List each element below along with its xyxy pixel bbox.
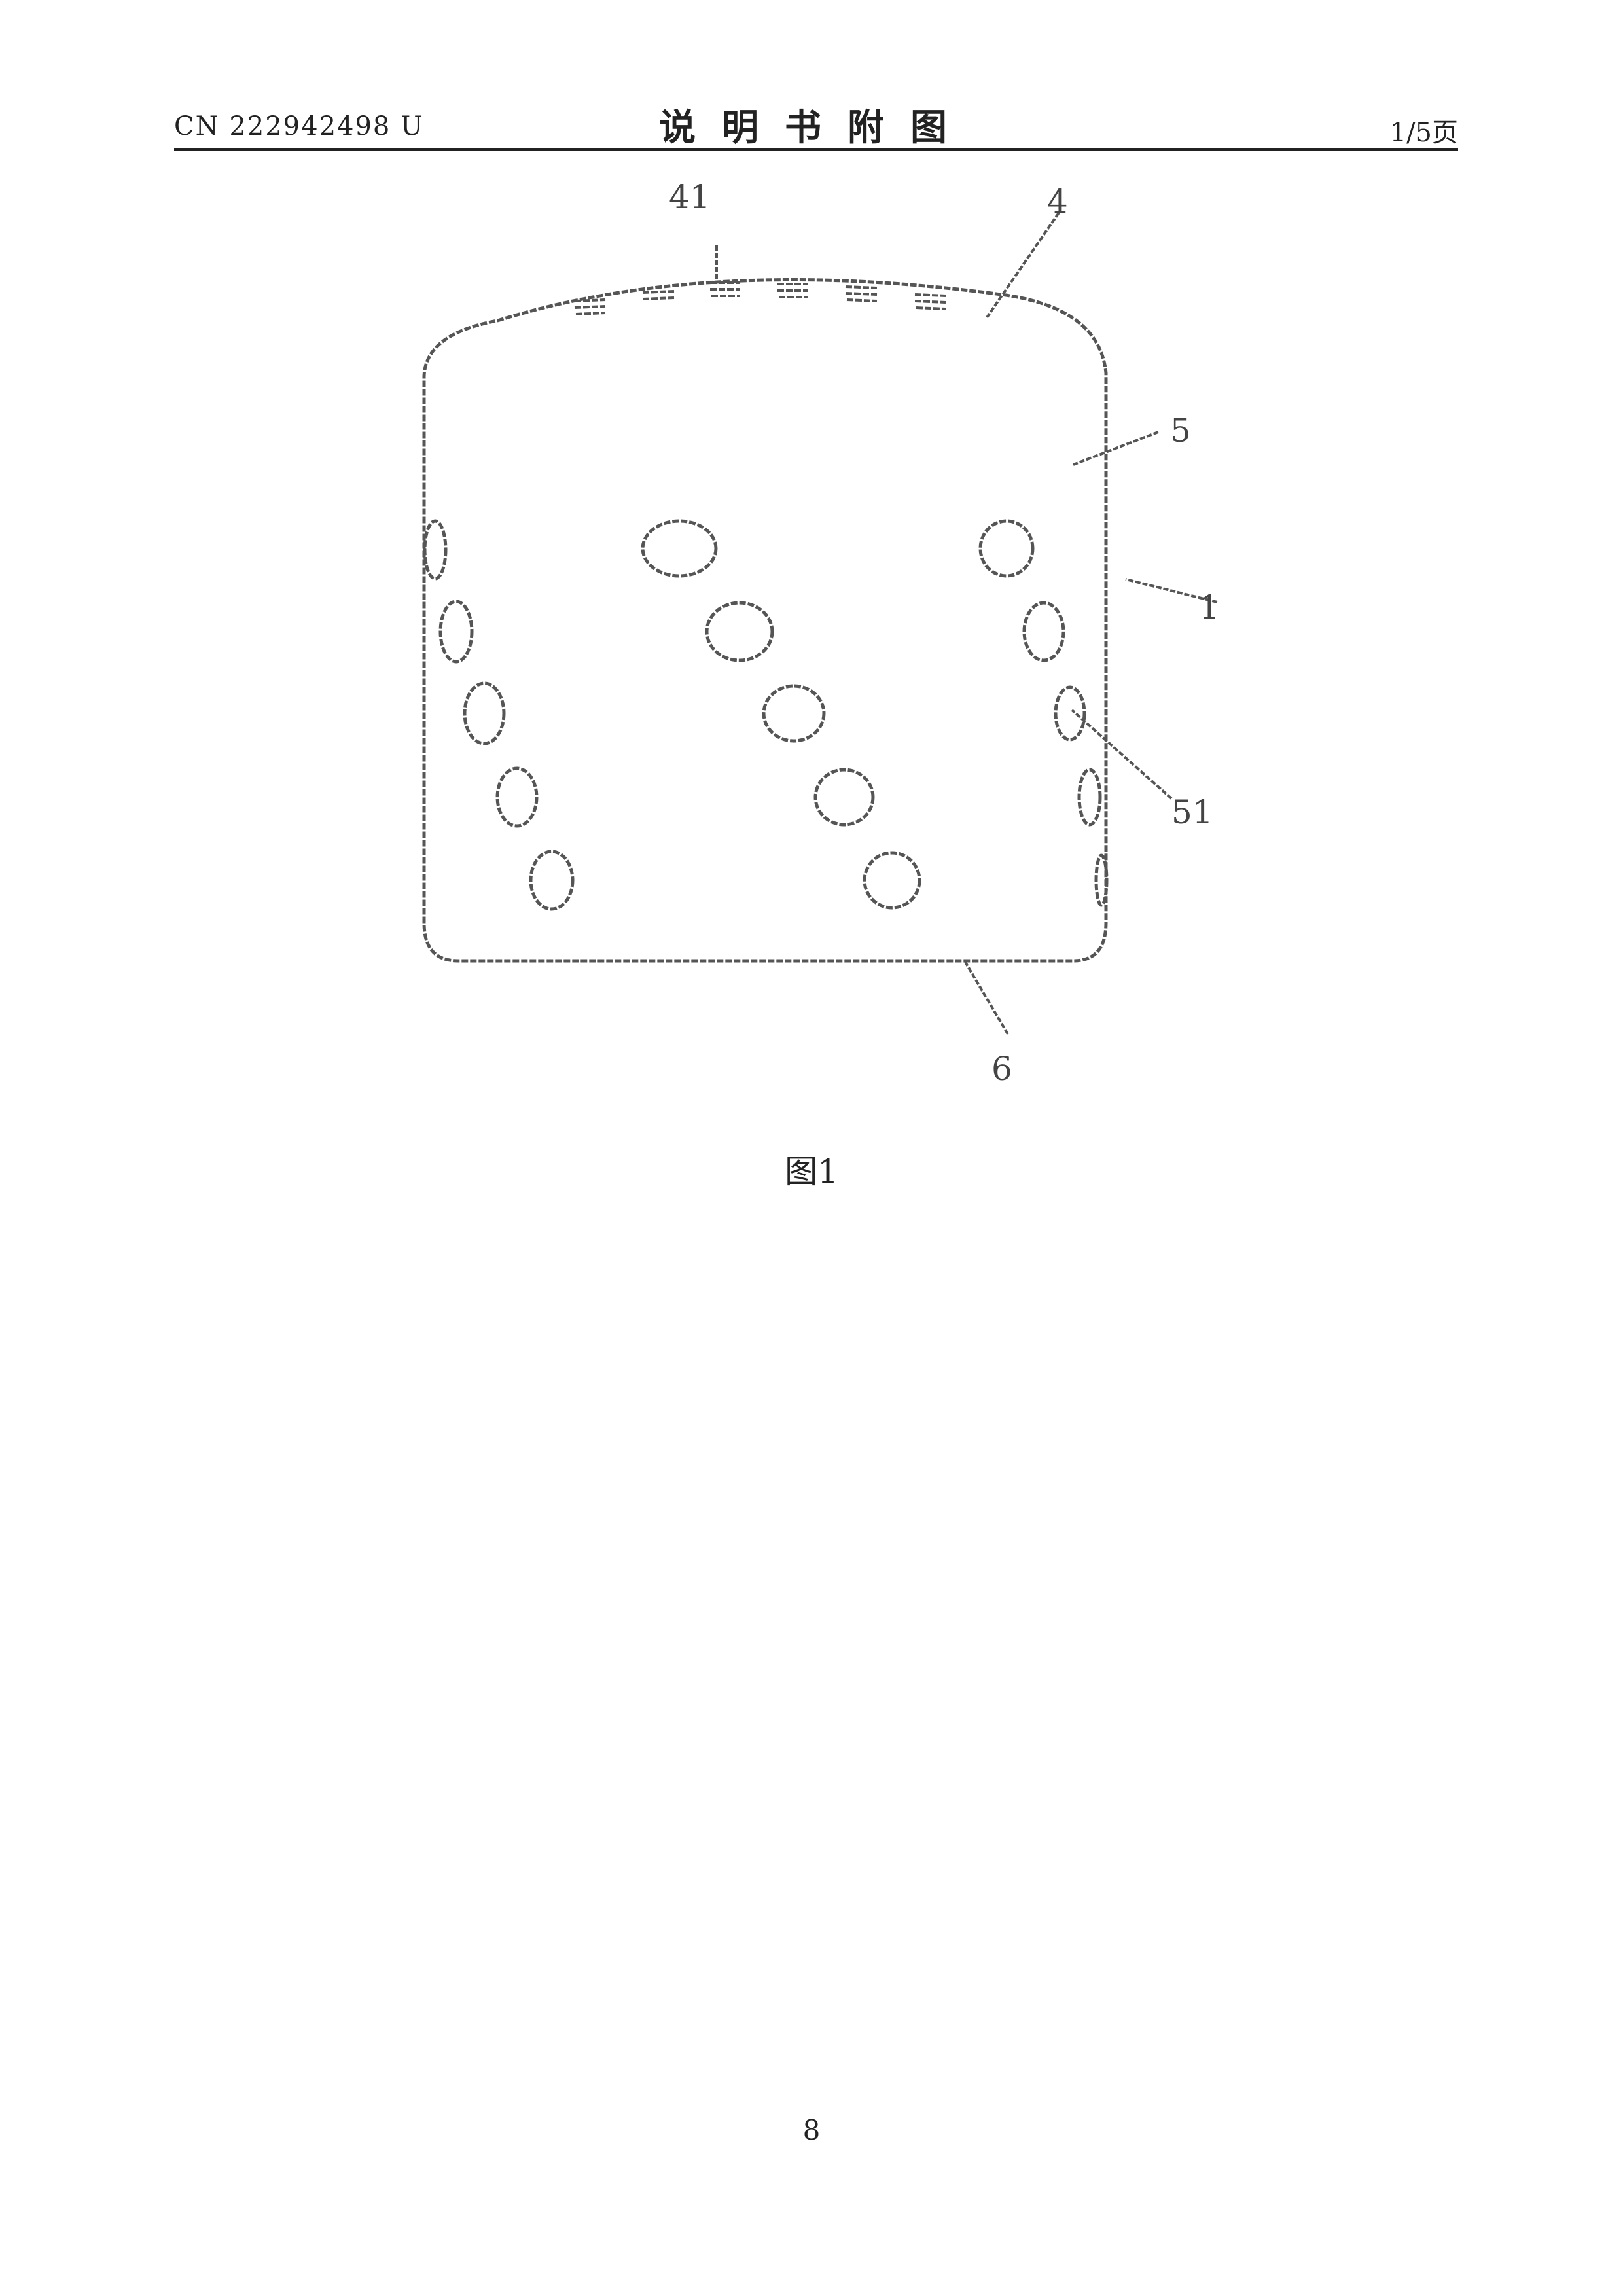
figure-caption: 图1 (746, 1145, 877, 1193)
side-perforations (425, 521, 1107, 909)
lid-vent-slots (575, 283, 946, 314)
callout-41: 41 (669, 178, 711, 216)
callout-6: 6 (991, 1050, 1012, 1088)
patent-figure-1: 41 4 5 1 51 6 (0, 0, 1623, 1113)
page-number: 8 (746, 2114, 877, 2146)
callout-5: 5 (1170, 412, 1191, 450)
leader-lines (717, 213, 1217, 1034)
container-outline (424, 280, 1106, 961)
callout-1: 1 (1199, 588, 1220, 626)
callout-4: 4 (1047, 183, 1068, 221)
callout-51: 51 (1171, 793, 1213, 831)
